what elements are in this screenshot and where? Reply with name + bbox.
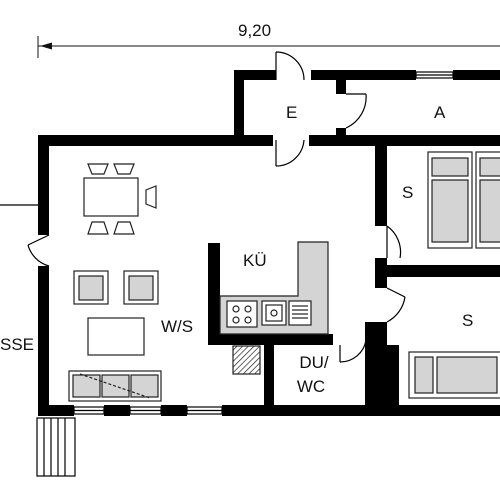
room-label-kitchen: KÜ <box>243 251 267 270</box>
walls <box>38 70 500 416</box>
dining-set <box>83 163 157 235</box>
room-label-living: W/S <box>161 317 194 336</box>
room-label-s-lower: S <box>462 311 474 330</box>
bedroom-upper-beds <box>427 151 500 249</box>
dimension-line <box>37 36 500 58</box>
kitchen-counter <box>219 241 329 335</box>
exterior-steps <box>36 417 76 477</box>
room-label-du-wc-line1: DU/ <box>299 353 329 372</box>
stove-hatched <box>232 345 261 375</box>
doors <box>27 51 406 363</box>
room-label-du-wc-line2: WC <box>296 377 326 396</box>
bedroom-lower-beds <box>408 351 500 399</box>
windows <box>73 71 454 415</box>
dimension-width-label: 9,20 <box>238 21 272 40</box>
room-label-s-upper: S <box>402 183 414 202</box>
terrace-label-partial: SSE <box>0 335 35 354</box>
living-furniture <box>68 270 162 402</box>
room-label-a: A <box>434 103 446 122</box>
room-label-e: E <box>286 103 298 122</box>
